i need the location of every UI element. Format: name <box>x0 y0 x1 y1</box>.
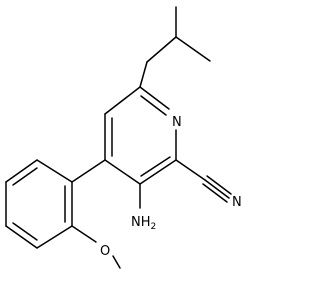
methoxy-oxygen-label: O <box>100 244 110 259</box>
bond-ar5-ar6 <box>36 225 73 249</box>
bond-ar6-oxygen <box>71 225 97 243</box>
isobutyl-group <box>139 6 211 88</box>
bond-c3-c2-double <box>140 156 171 177</box>
amino-label-subscript: 2 <box>151 222 157 232</box>
bond-ar4-ar5-double <box>12 222 38 241</box>
bond-n1-c6-double <box>140 95 167 116</box>
nitrile-group <box>175 159 232 203</box>
bond-ar1-ar2 <box>36 159 73 183</box>
bond-c3-c2 <box>139 159 177 185</box>
amino-label: NH2 <box>131 215 156 232</box>
bond-c2-cn <box>175 159 206 181</box>
bond-n1-c6 <box>139 86 170 110</box>
bond-c4-aryl <box>71 159 106 183</box>
methoxyphenyl-group <box>5 159 121 269</box>
bond-c6-c5 <box>104 86 141 115</box>
chemical-structure-diagram: N NH2 N O <box>5 6 242 269</box>
bond-ar2-ar3-double <box>12 167 38 186</box>
nitrile-nitrogen-label: N <box>232 195 242 210</box>
bond-ch2-ch <box>146 36 177 63</box>
bond-c4-c3 <box>104 159 141 185</box>
bond-ar4-ar5 <box>5 225 38 249</box>
bond-c6-ch2 <box>139 61 148 88</box>
ring-nitrogen-label: N <box>172 115 182 130</box>
pyridine-ring <box>104 86 177 185</box>
bond-cn-triple-2 <box>206 175 232 195</box>
bond-cn-triple-3 <box>202 183 228 203</box>
bond-oxygen-methyl <box>112 255 121 269</box>
amino-label-main: NH <box>131 215 151 230</box>
bond-cn-triple-1 <box>204 179 230 199</box>
bond-ar2-ar3 <box>5 159 38 183</box>
bond-ch-methyl-b <box>175 36 211 62</box>
